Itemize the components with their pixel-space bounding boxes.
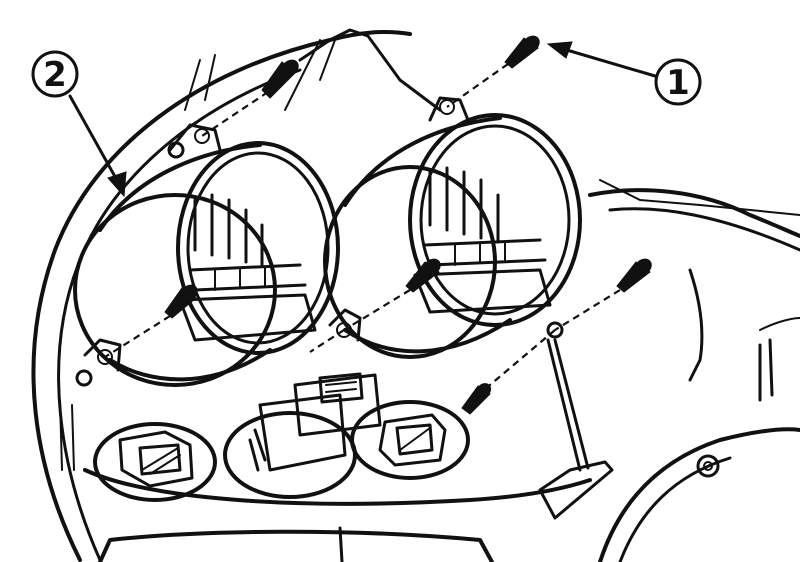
callout-1: 1: [546, 41, 702, 106]
screw: [405, 258, 441, 293]
lever-cable: [538, 338, 614, 520]
screw: [616, 258, 652, 293]
center-connector-plug: [223, 372, 382, 499]
alignment-lines: [104, 63, 621, 391]
left-gauge-vent-grille: [178, 193, 317, 342]
screw: [504, 35, 540, 69]
dashboard-housing: [31, 28, 800, 562]
screw: [461, 383, 492, 415]
lower-left-connector-socket: [93, 422, 217, 502]
screw: [261, 59, 299, 99]
screw: [164, 284, 198, 319]
callout-2-label: 2: [43, 55, 67, 95]
lower-right-connector-socket: [350, 400, 470, 480]
callout-2: 2: [31, 50, 127, 198]
right-gauge-vent-grille: [413, 166, 552, 314]
left-gauge-housing: [73, 123, 340, 387]
callout-1-label: 1: [666, 63, 690, 103]
